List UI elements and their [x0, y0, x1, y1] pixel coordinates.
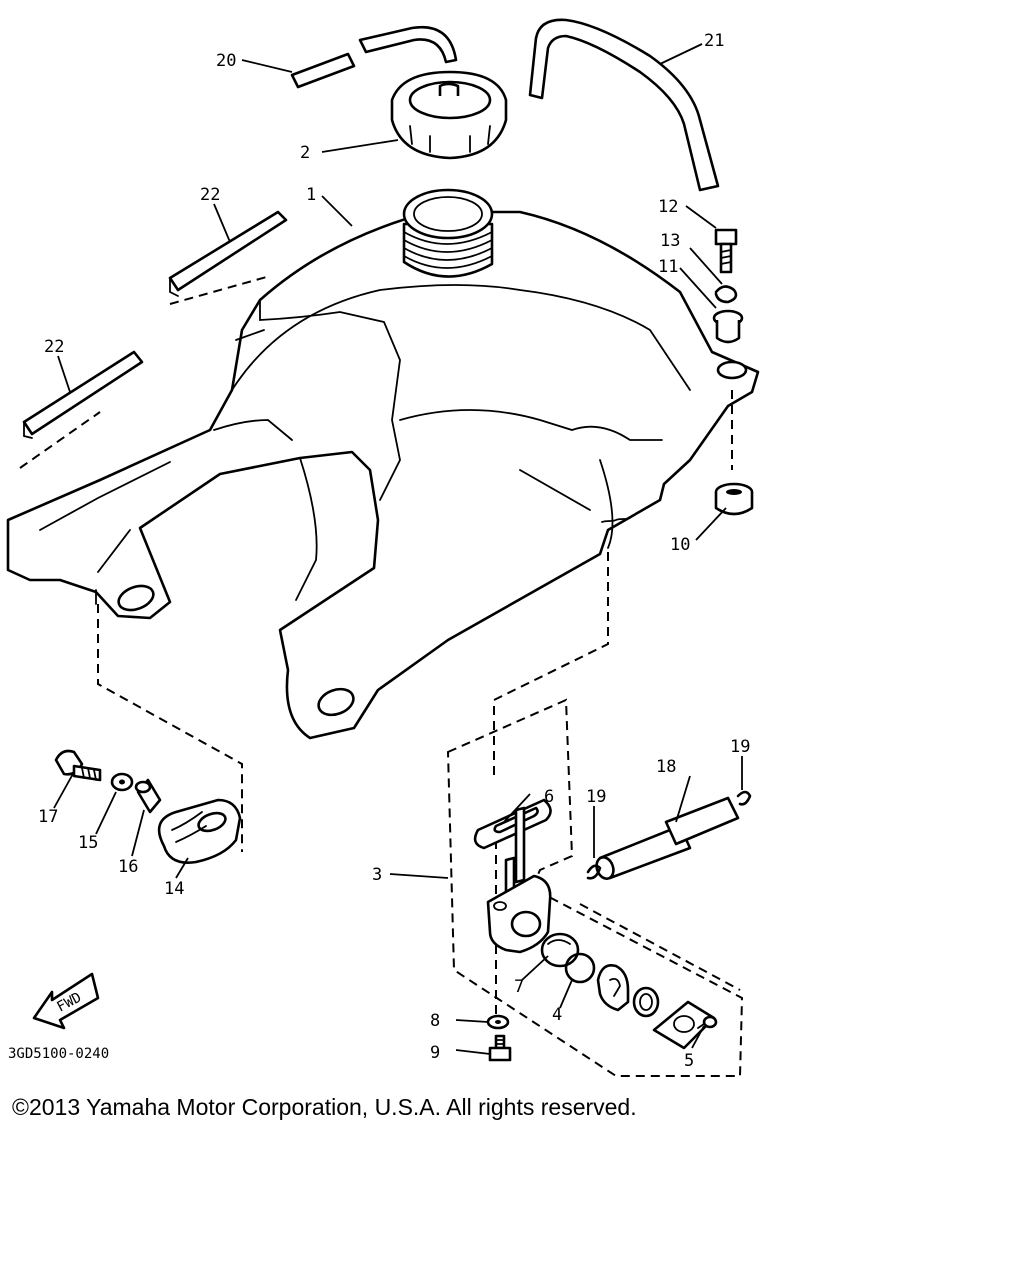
- callout-18: 18: [656, 757, 676, 777]
- part-22-damper-upper: [168, 210, 288, 297]
- callout-2: 2: [300, 143, 310, 163]
- part-16-collar: [134, 778, 162, 814]
- callout-12: 12: [658, 197, 678, 217]
- part-8-drain-gasket: [486, 1014, 510, 1030]
- callout-21: 21: [704, 31, 724, 51]
- part-13-washer: [714, 285, 738, 304]
- callout-13: 13: [660, 231, 680, 251]
- callout-7: 7: [514, 977, 524, 997]
- callout-22-lower: 22: [44, 337, 64, 357]
- callout-5: 5: [684, 1051, 694, 1071]
- callout-16: 16: [118, 857, 138, 877]
- part-18-fuel-hose: [595, 796, 740, 880]
- callout-14: 14: [164, 879, 184, 899]
- callout-22-upper: 22: [200, 185, 220, 205]
- callout-4: 4: [552, 1005, 562, 1025]
- fuel-cock-lever: [596, 964, 630, 1012]
- callout-9: 9: [430, 1043, 440, 1063]
- part-7-diaphragm: [540, 932, 580, 968]
- part-10-grommet: [714, 482, 754, 516]
- fuel-cock-body: [486, 806, 552, 954]
- part-19-hose-clip-1: [586, 864, 602, 880]
- alignment-line-22: [19, 275, 271, 469]
- callout-20: 20: [216, 51, 236, 71]
- callout-8: 8: [430, 1011, 440, 1031]
- part-11-collar: [712, 309, 744, 344]
- part-1-fuel-tank: [6, 188, 760, 740]
- callout-1: 1: [306, 185, 316, 205]
- diagram-code: 3GD5100-0240: [8, 1046, 109, 1062]
- fuel-cock-seal: [632, 986, 660, 1018]
- part-3-inner-boundary: [579, 903, 741, 991]
- part-17-bolt: [54, 749, 102, 782]
- callout-19-left: 19: [586, 787, 606, 807]
- callout-6: 6: [544, 787, 554, 807]
- callout-19-right: 19: [730, 737, 750, 757]
- part-20-breather-hose: [290, 25, 458, 89]
- leader-lines: [53, 43, 743, 1055]
- part-15-washer: [110, 772, 134, 792]
- alignment-line-cock: [493, 552, 609, 780]
- fuel-tank-exploded-diagram: FWD 20 2 1 22 22 21 12 13: [6, 18, 760, 1077]
- part-6-gasket: [473, 798, 552, 850]
- alignment-line-left: [97, 604, 243, 852]
- callout-11: 11: [658, 257, 678, 277]
- callout-labels: 20 2 1 22 22 21 12 13 11 10 17 15 16 14 …: [38, 31, 750, 1071]
- part-21-tank-band: [528, 18, 720, 192]
- callout-17: 17: [38, 807, 58, 827]
- part-2-fuel-tank-cap: [390, 70, 508, 160]
- part-19-hose-clip-2: [736, 790, 752, 806]
- part-22-damper-lower: [22, 350, 144, 439]
- callout-3: 3: [372, 865, 382, 885]
- part-12-bolt: [714, 228, 738, 274]
- copyright-notice: ©2013 Yamaha Motor Corporation, U.S.A. A…: [12, 1094, 637, 1120]
- forward-arrow-icon: FWD: [32, 972, 100, 1030]
- part-14-damper: [157, 798, 242, 864]
- part-4-o-ring: [564, 952, 596, 984]
- part-5-screw: [697, 1015, 718, 1029]
- callout-15: 15: [78, 833, 98, 853]
- part-9-drain-bolt: [488, 1034, 512, 1062]
- part-3-assembly-boundary: [446, 698, 744, 1077]
- callout-10: 10: [670, 535, 690, 555]
